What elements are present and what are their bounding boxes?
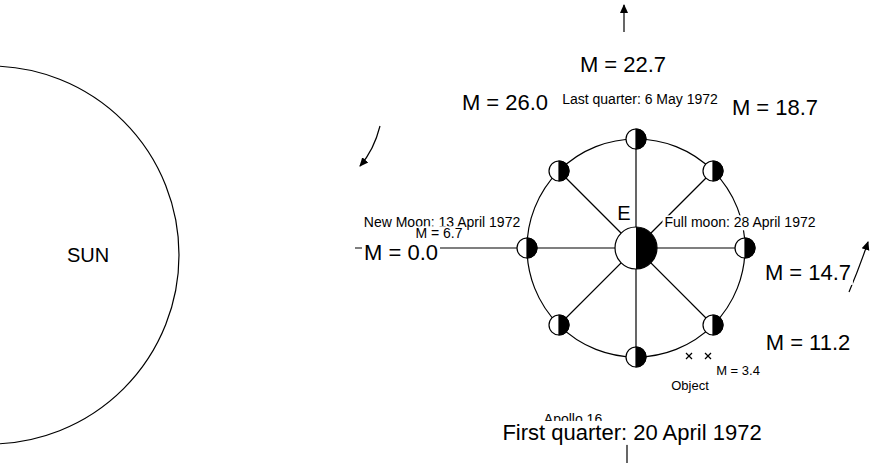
mean-anomaly-label: First quarter: 20 April 1972 <box>500 421 763 445</box>
earth-label: E <box>615 202 632 224</box>
direction-arrows <box>360 5 868 463</box>
mean-anomaly-label: M = 18.7 <box>730 96 820 120</box>
sun-circle: SUN <box>0 65 180 445</box>
moon-orbit <box>527 139 745 357</box>
annotation-label: M = 6.7 <box>413 226 464 241</box>
position-markers <box>686 353 711 359</box>
annotation-label: M = 3.4 <box>714 364 762 378</box>
radial-lines <box>559 139 713 357</box>
earth-circle: E <box>614 226 658 270</box>
mean-anomaly-label: M = 14.7 <box>763 261 853 285</box>
annotation-label: Last quarter: 6 May 1972 <box>560 92 720 107</box>
mean-anomaly-label: M = 26.0 <box>460 91 550 115</box>
mean-anomaly-label: M = 22.7 <box>578 53 668 77</box>
moon-phases <box>517 129 755 367</box>
annotation-label: Full moon: 28 April 1972 <box>663 215 818 230</box>
annotation-label: Object <box>669 379 711 393</box>
mean-anomaly-label: M = 11.2 <box>764 331 853 355</box>
mean-anomaly-label: M = 0.0 <box>362 241 440 265</box>
sun-label: SUN <box>67 244 109 266</box>
earth-outline <box>614 226 658 270</box>
